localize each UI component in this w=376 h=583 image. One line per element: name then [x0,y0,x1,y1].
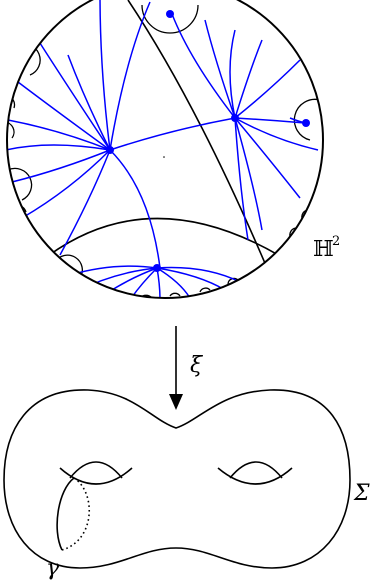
vertices [106,10,310,272]
covering-arrow [169,326,183,410]
vertex-bottom [153,264,161,272]
curve-gamma-front [56,477,75,551]
geodesic-boundary-arc [127,0,271,276]
right-handle-upper [229,461,283,479]
geodesics-cluster-right [171,13,319,241]
disk-boundary [6,0,324,299]
left-handle-upper [69,461,123,479]
surface-label: Σ [353,481,370,506]
vertex-top [166,10,174,18]
curve-label: γ [46,556,60,581]
vertex-left [106,146,114,154]
boundary-arcs [7,4,321,298]
surface-outline [3,389,351,569]
curve-gamma-back [61,477,91,551]
poincare-disk [6,0,324,299]
origin-mark [163,156,165,158]
covering-map-label: ξ [190,353,204,378]
geodesic-boundary-arc [39,217,291,263]
right-handle-lower [217,467,293,485]
vertex-right [231,114,239,122]
vertex-edge [302,119,310,127]
geodesics-cluster-left [7,0,236,269]
hyperbolic-plane-label: ℍ [313,237,334,262]
hyperbolic-plane-exponent: 2 [332,234,340,249]
left-handle-lower [59,467,133,485]
genus-two-surface [3,389,351,569]
